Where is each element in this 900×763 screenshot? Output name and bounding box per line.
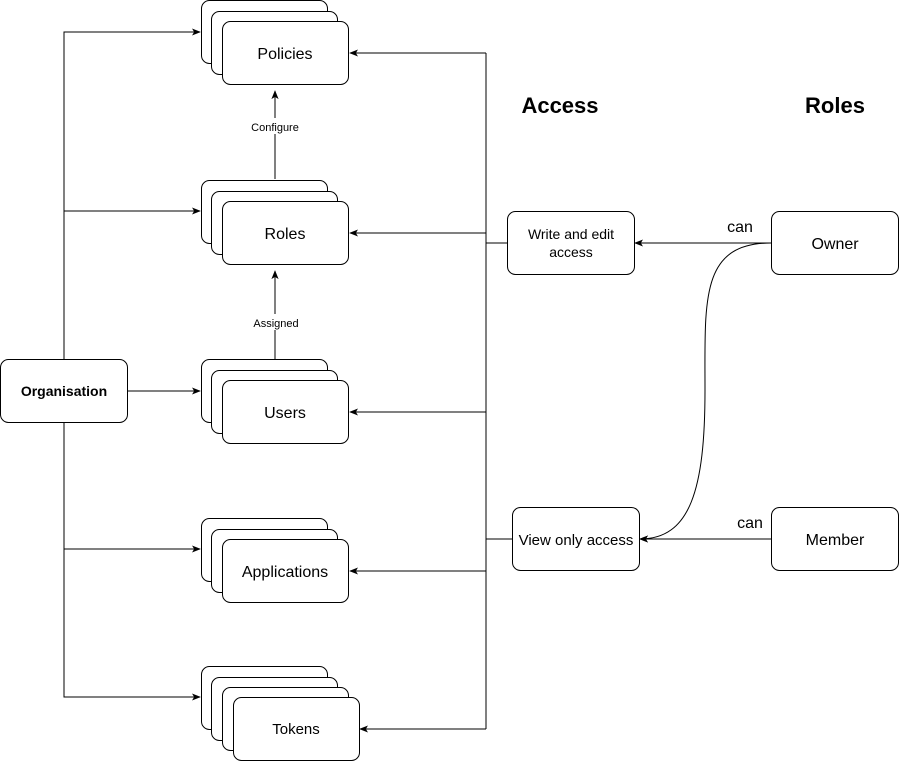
node-tokens-stack[interactable]: Tokens [201, 666, 360, 761]
edge-label-configure: Configure [246, 118, 304, 134]
node-organisation[interactable]: Organisation [0, 359, 128, 423]
node-roles-stack[interactable]: Roles [201, 180, 349, 265]
node-owner[interactable]: Owner [771, 211, 899, 275]
heading-access: Access [521, 93, 598, 118]
svg-text:Member: Member [806, 532, 865, 549]
edge-org-to-applications [63, 423, 201, 553]
node-users-stack[interactable]: Users [201, 359, 349, 444]
node-write-edit-access[interactable]: Write and edit access [507, 211, 635, 275]
edge-access-bus [485, 53, 513, 729]
svg-text:Roles: Roles [265, 226, 306, 243]
svg-text:Configure: Configure [251, 122, 299, 134]
svg-text:Organisation: Organisation [21, 383, 107, 399]
edge-label-assigned: Assigned [248, 314, 304, 330]
edge-org-to-policies [63, 28, 201, 359]
svg-text:access: access [549, 244, 593, 260]
edge-owner-to-view-only [639, 242, 772, 543]
edge-org-to-tokens [63, 549, 201, 701]
svg-text:Write and edit: Write and edit [528, 226, 614, 242]
node-member[interactable]: Member [771, 507, 899, 571]
svg-text:Assigned: Assigned [253, 318, 298, 330]
edge-label-owner-can: can [727, 219, 753, 236]
svg-text:View only access: View only access [519, 532, 634, 549]
svg-text:Tokens: Tokens [272, 721, 320, 738]
svg-text:Users: Users [264, 405, 306, 422]
svg-text:Applications: Applications [242, 564, 328, 581]
heading-roles: Roles [805, 93, 865, 118]
node-policies-stack[interactable]: Policies [201, 0, 349, 85]
node-view-only-access[interactable]: View only access [512, 507, 640, 571]
node-applications-stack[interactable]: Applications [201, 518, 349, 603]
edge-label-member-can: can [737, 515, 763, 532]
svg-text:Policies: Policies [257, 46, 312, 63]
svg-text:Owner: Owner [811, 236, 859, 253]
